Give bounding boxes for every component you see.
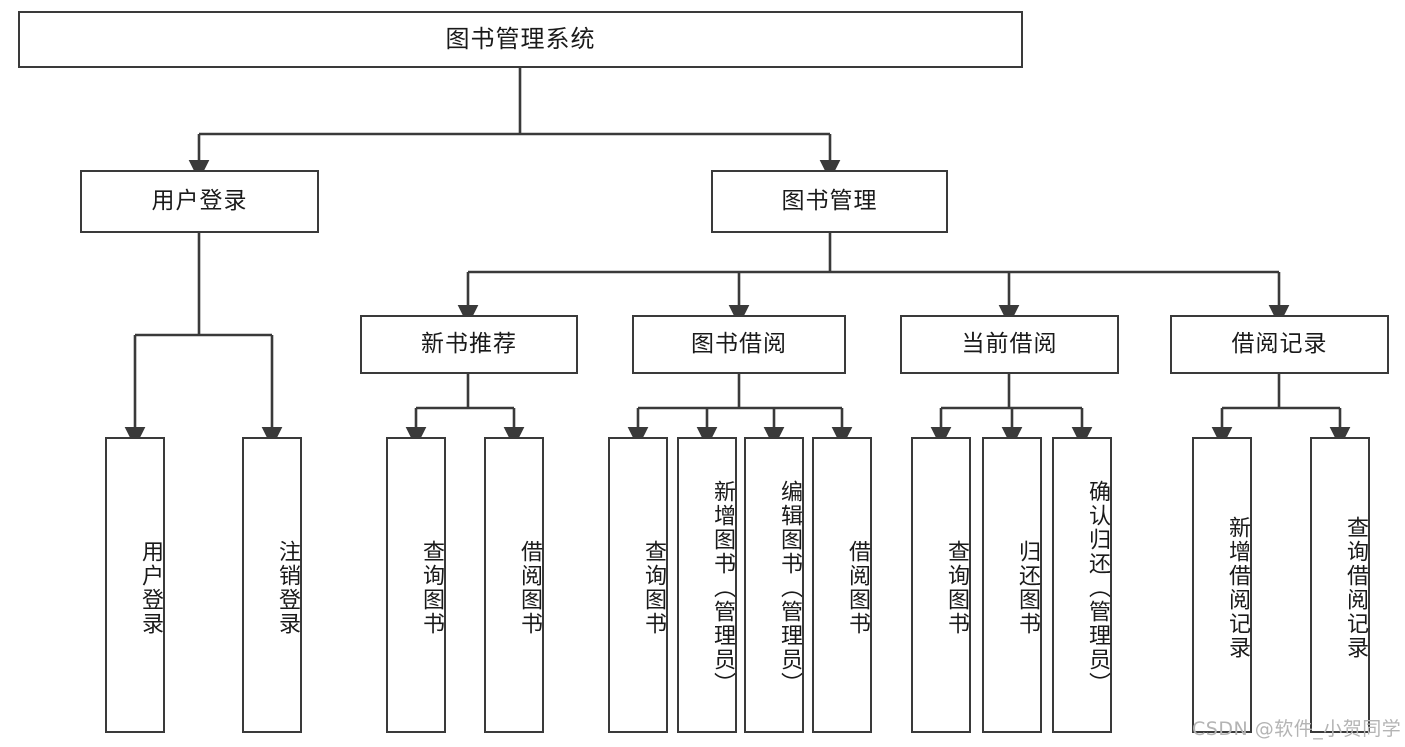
- node-leaf-query-book-bo[interactable]: 查询图书: [608, 437, 668, 733]
- node-book-manage[interactable]: 图书管理: [711, 170, 948, 233]
- node-leaf-query-book-cur[interactable]: 查询图书: [911, 437, 971, 733]
- node-leaf-query-book-rec[interactable]: 查询图书: [386, 437, 446, 733]
- node-book-borrow[interactable]: 图书借阅: [632, 315, 846, 374]
- node-user-login-label: 用户登录: [151, 187, 248, 214]
- node-leaf-borrow-book-bo-label: 借阅图书: [845, 540, 870, 636]
- node-leaf-return-book[interactable]: 归还图书: [982, 437, 1042, 733]
- node-leaf-user-login-label: 用户登录: [138, 540, 163, 636]
- node-leaf-edit-book-label: 编辑图书（管理员）: [777, 480, 802, 696]
- node-leaf-borrow-book-rec[interactable]: 借阅图书: [484, 437, 544, 733]
- node-leaf-query-record-label: 查询借阅记录: [1343, 516, 1368, 660]
- node-book-borrow-label: 图书借阅: [691, 330, 787, 357]
- node-leaf-add-record-label: 新增借阅记录: [1225, 516, 1250, 660]
- node-leaf-confirm-return-label: 确认归还（管理员）: [1085, 480, 1110, 696]
- node-leaf-return-book-label: 归还图书: [1015, 540, 1040, 636]
- node-leaf-query-record[interactable]: 查询借阅记录: [1310, 437, 1370, 733]
- node-current-borrow[interactable]: 当前借阅: [900, 315, 1119, 374]
- node-leaf-add-book-label: 新增图书（管理员）: [710, 480, 735, 696]
- node-leaf-user-login[interactable]: 用户登录: [105, 437, 165, 733]
- node-leaf-query-book-cur-label: 查询图书: [944, 540, 969, 636]
- node-leaf-borrow-book-bo[interactable]: 借阅图书: [812, 437, 872, 733]
- node-user-login[interactable]: 用户登录: [80, 170, 319, 233]
- node-book-manage-label: 图书管理: [781, 187, 878, 214]
- node-leaf-user-logout-label: 注销登录: [275, 540, 300, 636]
- node-leaf-add-book[interactable]: 新增图书（管理员）: [677, 437, 737, 733]
- watermark: CSDN @软件_小贺同学: [1192, 718, 1402, 740]
- node-borrow-record[interactable]: 借阅记录: [1170, 315, 1389, 374]
- node-root[interactable]: 图书管理系统: [18, 11, 1023, 68]
- node-root-label: 图书管理系统: [445, 25, 596, 54]
- node-new-book-rec-label: 新书推荐: [421, 330, 517, 357]
- node-leaf-query-book-bo-label: 查询图书: [641, 540, 666, 636]
- node-new-book-rec[interactable]: 新书推荐: [360, 315, 578, 374]
- node-leaf-user-logout[interactable]: 注销登录: [242, 437, 302, 733]
- node-leaf-query-book-rec-label: 查询图书: [419, 540, 444, 636]
- node-leaf-borrow-book-rec-label: 借阅图书: [517, 540, 542, 636]
- node-leaf-add-record[interactable]: 新增借阅记录: [1192, 437, 1252, 733]
- node-leaf-confirm-return[interactable]: 确认归还（管理员）: [1052, 437, 1112, 733]
- node-borrow-record-label: 借阅记录: [1231, 330, 1328, 357]
- node-current-borrow-label: 当前借阅: [961, 330, 1058, 357]
- node-leaf-edit-book[interactable]: 编辑图书（管理员）: [744, 437, 804, 733]
